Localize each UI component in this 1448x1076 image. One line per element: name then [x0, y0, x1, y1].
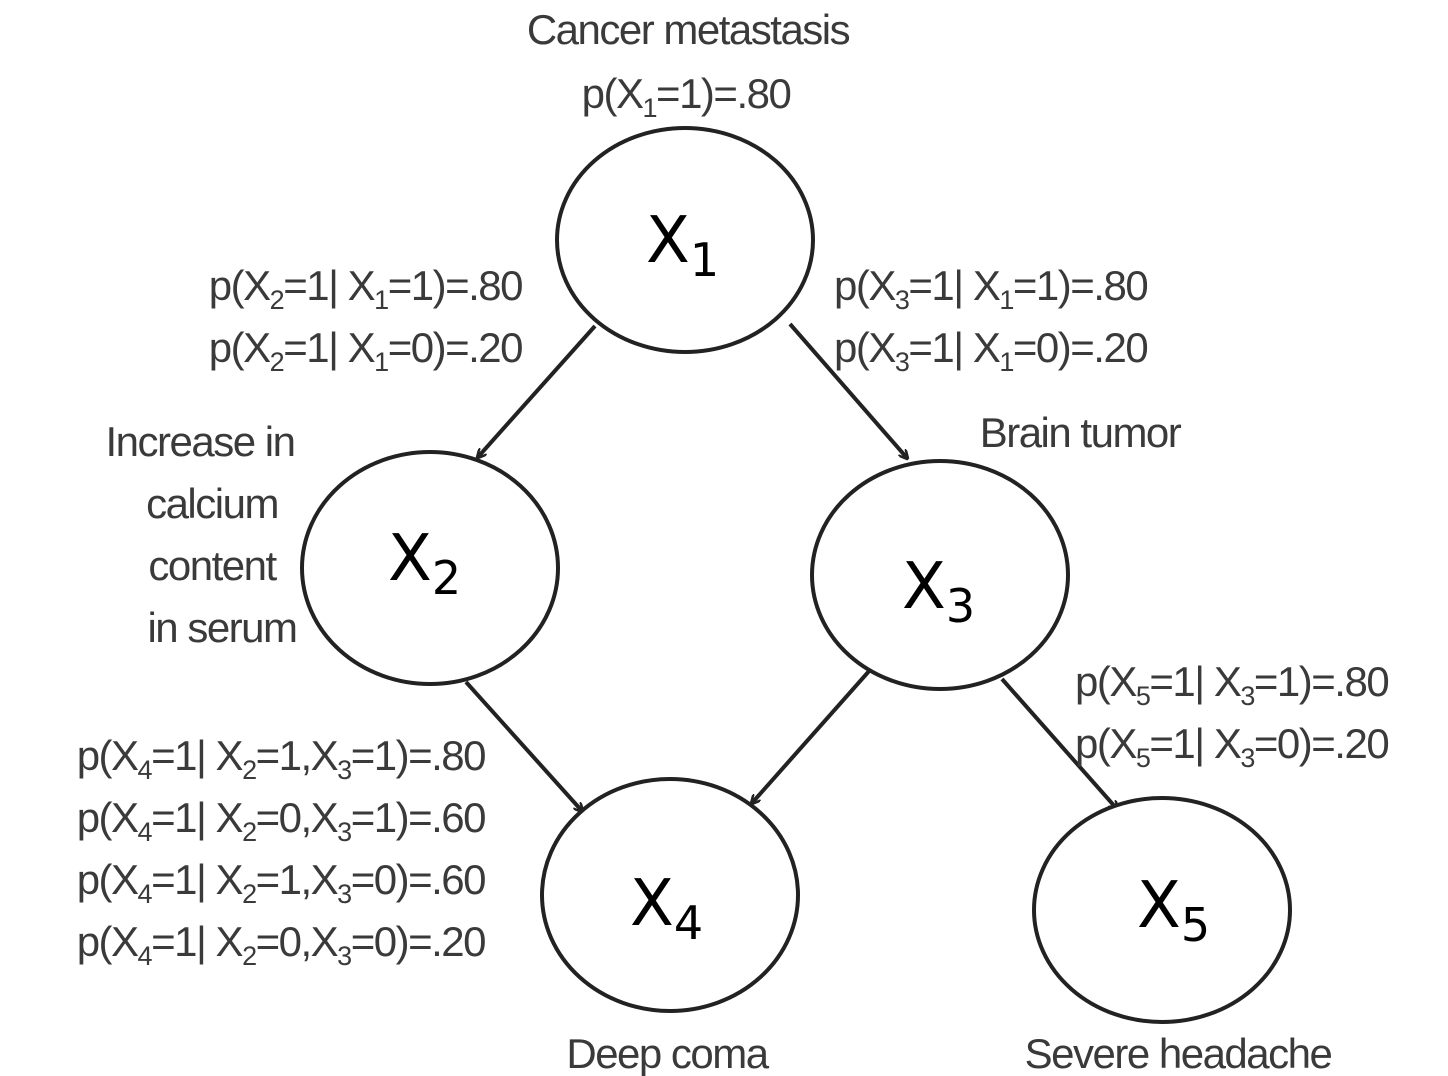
- node-label-x1: X1: [646, 204, 719, 287]
- cpt-x3-row-1: p(X3=1| X1=1)=.80: [834, 262, 1147, 315]
- edge-x2-to-x4: [464, 680, 582, 811]
- cpt-x4-row-2: p(X4=1| X2=0,X3=1)=.60: [77, 794, 485, 847]
- caption-x3: Brain tumor: [980, 409, 1182, 456]
- cpt-x3-row-2: p(X3=1| X1=0)=.20: [834, 324, 1147, 377]
- caption-x2-line-3: content: [148, 542, 277, 589]
- caption-x5: Severe headache: [1025, 1030, 1332, 1076]
- prior-x1: p(X1=1)=.80: [582, 70, 791, 123]
- cpt-x5-row-2: p(X5=1| X3=0)=.20: [1075, 720, 1388, 773]
- cpt-x4-row-1: p(X4=1| X2=1,X3=1)=.80: [77, 732, 485, 785]
- edge-x3-to-x4: [752, 668, 872, 803]
- node-x5: [1032, 796, 1292, 1024]
- node-x2: [300, 450, 560, 686]
- node-label-x5: X5: [1137, 869, 1210, 952]
- node-x3: [810, 459, 1070, 691]
- caption-x2-line-1: Increase in: [106, 418, 295, 465]
- caption-x1: Cancer metastasis: [527, 6, 850, 53]
- edge-x1-to-x2: [478, 324, 597, 457]
- caption-x2-line-4: in serum: [147, 604, 296, 651]
- node-x1: [555, 126, 815, 354]
- edge-x1-to-x3: [788, 322, 907, 458]
- caption-x4: Deep coma: [566, 1030, 769, 1076]
- cpt-x4-row-4: p(X4=1| X2=0,X3=0)=.20: [77, 918, 485, 971]
- cpt-x4-row-3: p(X4=1| X2=1,X3=0)=.60: [77, 856, 485, 909]
- caption-x2-line-2: calcium: [146, 480, 278, 527]
- node-label-x4: X4: [630, 867, 703, 950]
- node-label-x2: X2: [388, 522, 461, 605]
- edge-x3-to-x5: [1000, 677, 1117, 809]
- node-label-x3: X3: [902, 550, 975, 633]
- cpt-x2-row-2: p(X2=1| X1=0)=.20: [209, 324, 522, 377]
- node-x4: [540, 777, 800, 1013]
- cpt-x2-row-1: p(X2=1| X1=1)=.80: [209, 262, 522, 315]
- cpt-x5-row-1: p(X5=1| X3=1)=.80: [1075, 658, 1388, 711]
